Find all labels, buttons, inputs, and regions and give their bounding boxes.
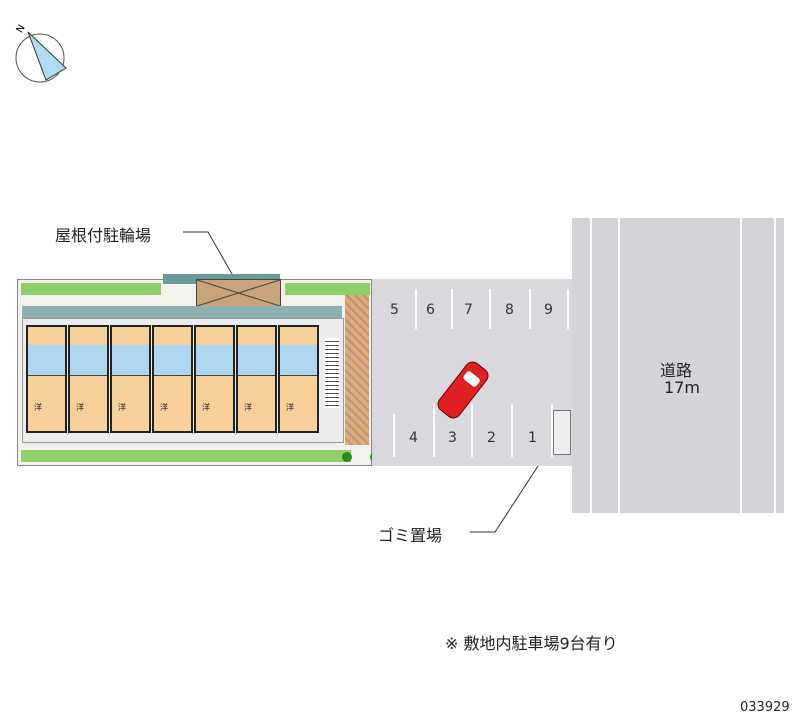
tree-icon (342, 452, 352, 462)
parking-space-number: 8 (505, 302, 514, 318)
listing-id: 033929 (740, 700, 790, 715)
road-lane-lines (740, 218, 776, 513)
parking-space-number: 2 (487, 430, 496, 446)
garbage-area-label: ゴミ置場 (378, 526, 443, 545)
walkway-roof (22, 306, 342, 318)
apartment-unit: 洋 (26, 325, 67, 433)
road-name: 道路 (660, 361, 693, 380)
parking-space-number: 3 (448, 430, 457, 446)
parking-stall-lines (393, 289, 569, 457)
apartment-unit: 洋 (110, 325, 151, 433)
apartment-unit: 洋 (68, 325, 109, 433)
apartment-unit: 洋 (152, 325, 193, 433)
apartment-unit: 洋 (236, 325, 277, 433)
parking-space-number: 5 (390, 302, 399, 318)
grass-strip (285, 283, 370, 295)
stairs (325, 338, 339, 408)
road-lane-lines (590, 218, 620, 513)
parking-space-number: 9 (544, 302, 553, 318)
parking-note: ※ 敷地内駐車場9台有り (445, 634, 618, 653)
grass-strip (21, 283, 161, 295)
compass-icon: N (15, 23, 67, 83)
brick-path (345, 295, 369, 445)
grass-strip (21, 450, 351, 462)
bicycle-parking-label: 屋根付駐輪場 (55, 226, 152, 245)
parking-space-number: 1 (528, 430, 537, 446)
bicycle-shelter (196, 279, 281, 307)
garbage-area (553, 410, 571, 455)
road-width: 17m (664, 378, 700, 397)
compass-north-label: N (15, 23, 28, 35)
parking-space-number: 4 (409, 430, 418, 446)
road (572, 218, 784, 513)
parking-space-number: 6 (426, 302, 435, 318)
parking-space-number: 7 (464, 302, 473, 318)
apartment-unit: 洋 (278, 325, 319, 433)
apartment-unit: 洋 (194, 325, 235, 433)
